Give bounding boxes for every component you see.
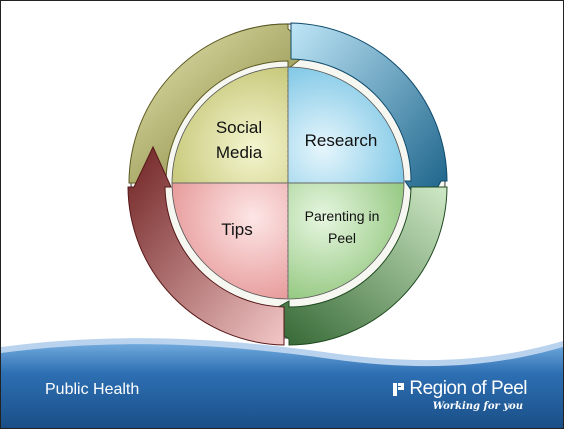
social-media-label-line1: Social	[216, 118, 262, 137]
region-of-peel-logo: Region of Peel Working for you	[367, 378, 527, 418]
peel-logo-icon	[393, 382, 405, 396]
parenting-label-line2: Peel	[328, 230, 356, 246]
quadrant-parenting	[287, 182, 405, 300]
quadrant-tips	[171, 182, 289, 300]
inner-circle	[171, 66, 405, 300]
footer-wave	[1, 338, 563, 428]
quadrant-social-media	[171, 66, 289, 184]
social-media-label-line2: Media	[216, 143, 263, 162]
cycle-arrows	[127, 22, 448, 346]
parenting-label-line1: Parenting in	[305, 208, 380, 224]
logo-name-text: Region of Peel	[409, 378, 527, 399]
research-label: Research	[305, 131, 378, 150]
quadrant-research	[287, 66, 405, 184]
arrow-red	[127, 145, 285, 346]
tips-label: Tips	[221, 220, 253, 239]
logo-tagline: Working for you	[432, 401, 523, 412]
footer-title: Public Health	[45, 381, 140, 398]
